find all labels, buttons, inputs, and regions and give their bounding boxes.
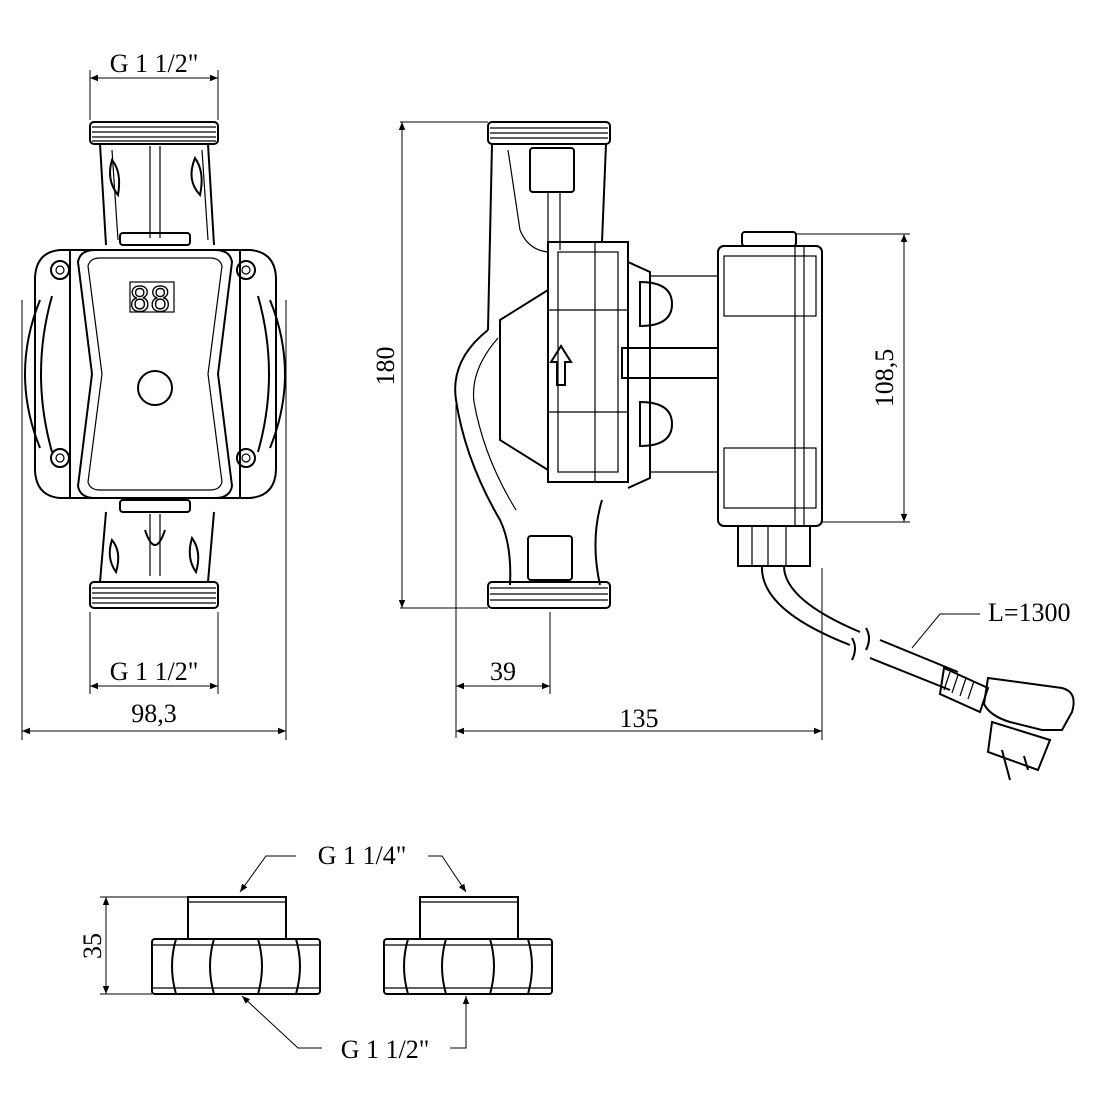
dim-motor-height-label: 108,5: [870, 349, 899, 408]
control-button-icon: [137, 370, 173, 406]
front-top-thread: [89, 121, 219, 145]
flow-arrow-icon: [549, 344, 573, 386]
display-icon: 88: [129, 279, 175, 321]
dim-cable-length-label: L=1300: [988, 598, 1071, 627]
front-bolts: [50, 260, 256, 468]
plug-icon: [938, 666, 1075, 781]
dim-front-width-label: 98,3: [131, 699, 177, 728]
front-dimensions: G 1 1/2" G 1 1/2" 98,3: [21, 49, 287, 740]
dim-union-height-label: 35: [78, 933, 107, 959]
union-fitting-right: [383, 896, 553, 995]
dim-top-thread-label: G 1 1/2": [110, 49, 199, 78]
front-bottom-thread: [89, 581, 219, 609]
front-view: 88: [24, 121, 286, 609]
dim-side-depth-label: 135: [620, 704, 659, 733]
side-view: [454, 121, 1075, 781]
union-thread-small-label: G 1 1/4": [318, 841, 407, 870]
union-thread-large-label: G 1 1/2": [341, 1035, 430, 1064]
segment-display: 88: [130, 280, 171, 320]
union-dimensions: 35 G 1 1/4" G 1 1/2": [78, 841, 470, 1064]
dim-height-label: 180: [371, 347, 400, 386]
dim-flange-offset-label: 39: [490, 657, 516, 686]
side-dimensions: 180 108,5 39 135 L=1300: [371, 121, 1071, 740]
dim-bottom-thread-label: G 1 1/2": [110, 657, 199, 686]
union-fitting-left: [151, 896, 321, 995]
